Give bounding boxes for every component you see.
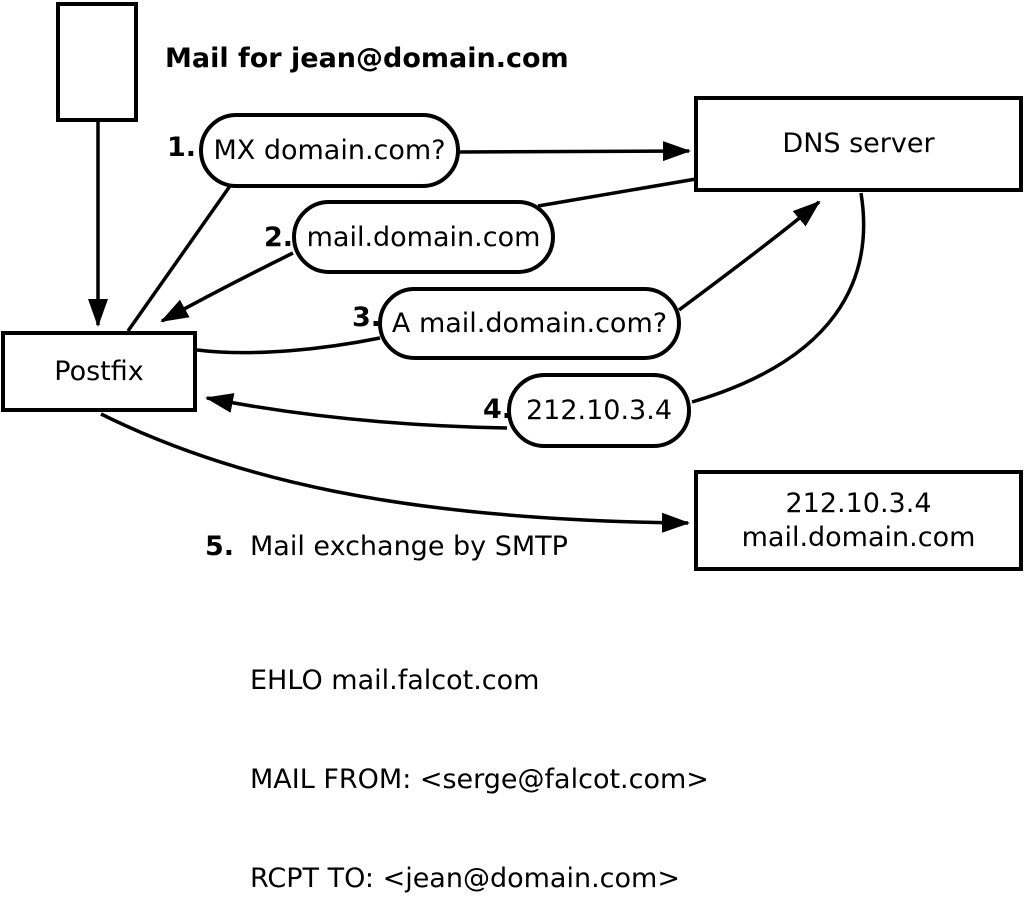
- arrow-query3-to-dns: [677, 200, 821, 312]
- step-4-bubble: 212.10.3.4: [507, 373, 691, 448]
- smtp-line: EHLO mail.falcot.com: [250, 665, 540, 696]
- arrow-response4-to-postfix: [205, 393, 508, 430]
- step-2-bubble: mail.domain.com: [292, 200, 555, 274]
- step-3-bubble-label: A mail.domain.com?: [391, 308, 668, 339]
- postfix-node-label: Postfix: [54, 355, 144, 387]
- smtp-line: MAIL FROM: <serge@falcot.com>: [250, 764, 709, 795]
- step-1-bubble: MX domain.com?: [199, 113, 460, 188]
- step-2-bubble-label: mail.domain.com: [306, 221, 541, 253]
- smtp-session-transcript: EHLO mail.falcot.com MAIL FROM: <serge@f…: [250, 598, 709, 919]
- smtp-line: RCPT TO: <jean@domain.com>: [250, 863, 680, 894]
- step-4-bubble-label: 212.10.3.4: [526, 395, 672, 426]
- dns-server-node-label: DNS server: [782, 128, 935, 159]
- step-1-bubble-label: MX domain.com?: [213, 135, 446, 166]
- arrow-query1-to-dns: [458, 141, 691, 162]
- step-5-number: 5.: [205, 531, 235, 562]
- mail-server-hostname: mail.domain.com: [741, 521, 976, 553]
- postfix-node: Postfix: [1, 331, 197, 412]
- arrow-response2-to-postfix: [160, 251, 294, 323]
- step-3-bubble: A mail.domain.com?: [378, 287, 681, 360]
- mail-note: Mail for jean@domain.com: [165, 43, 569, 74]
- mail-message-node: [56, 2, 138, 122]
- mail-server-node: 212.10.3.4 mail.domain.com: [694, 470, 1023, 571]
- line-postfix-to-query3: [196, 336, 381, 355]
- dns-server-node: DNS server: [694, 96, 1023, 192]
- step-2-number: 2.: [264, 222, 294, 253]
- step-3-number: 3.: [352, 302, 382, 333]
- mail-server-ip: 212.10.3.4: [785, 487, 932, 519]
- step-5-label: Mail exchange by SMTP: [250, 531, 568, 562]
- step-1-number: 1.: [167, 132, 197, 163]
- line-dns-to-response4: [691, 192, 866, 404]
- arrow-postfix-to-mailserver: [100, 412, 690, 533]
- line-dns-to-response2: [537, 177, 697, 208]
- line-postfix-to-query1: [126, 184, 232, 333]
